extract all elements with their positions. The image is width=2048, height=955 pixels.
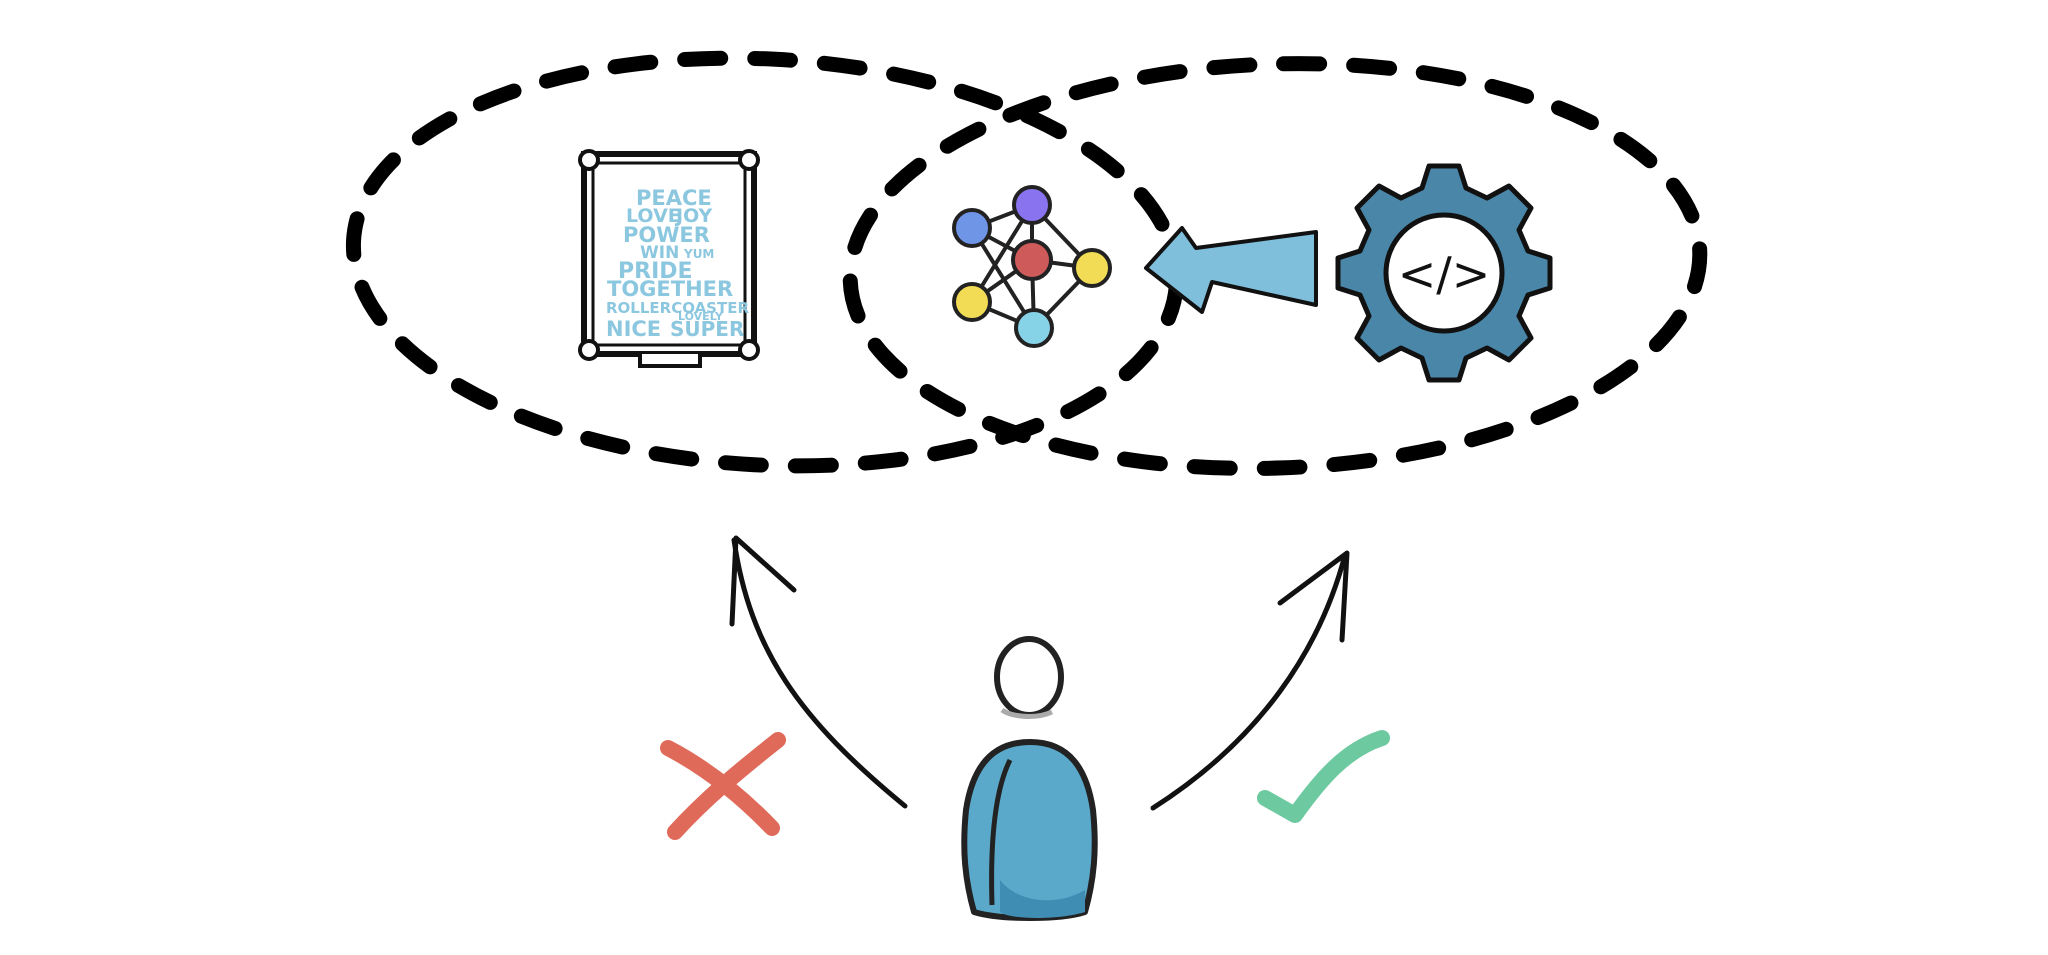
word-pride: PRIDE — [618, 259, 693, 284]
word-together: TOGETHER — [607, 277, 733, 301]
word-love: LOVE — [626, 205, 681, 227]
framed-word-cloud-icon: PEACE LOVE JOY POWER WIN YUM PRIDE TOGET… — [578, 149, 760, 368]
nn-node-red — [1011, 239, 1053, 281]
nn-node-yellow-right — [1072, 248, 1112, 288]
person-icon — [961, 636, 1098, 921]
word-nice: NICE — [606, 317, 661, 341]
check-mark-icon — [1257, 730, 1390, 823]
word-lovely: LOVELY — [678, 310, 724, 323]
person-head — [994, 636, 1064, 718]
code-symbol-text: </> — [1398, 247, 1491, 301]
word-power: POWER — [623, 223, 710, 247]
right-curved-arrow — [1150, 550, 1350, 811]
person-body — [961, 739, 1098, 921]
word-super: SUPER — [670, 317, 744, 341]
input-arrow — [1144, 226, 1318, 314]
code-gear-icon: </> — [1335, 163, 1553, 383]
word-peace: PEACE — [636, 186, 712, 210]
left-curved-arrow — [729, 535, 908, 809]
nn-node-yellow-left — [952, 282, 992, 322]
nn-node-purple — [1012, 185, 1052, 225]
word-win: WIN — [640, 243, 679, 263]
word-joy: JOY — [674, 205, 713, 227]
neural-network-icon — [952, 185, 1112, 348]
right-dashed-ellipse — [842, 56, 1708, 476]
cross-mark-icon — [660, 732, 786, 840]
word-yum: YUM — [683, 247, 714, 261]
word-rollercoaster: ROLLERCOASTER — [606, 299, 749, 317]
nn-node-blue — [952, 208, 992, 248]
nn-node-cyan — [1014, 308, 1054, 348]
